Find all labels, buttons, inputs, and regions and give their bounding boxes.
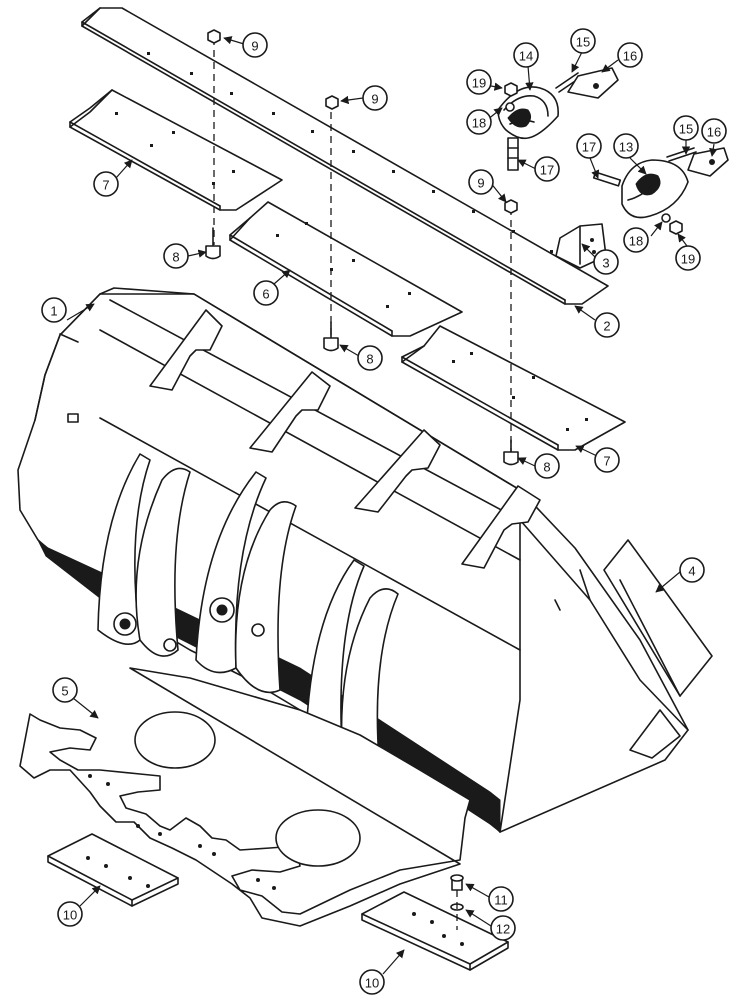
edge-segment-upper-left: [69, 89, 283, 211]
callout-14-number: 14: [519, 49, 533, 64]
wear-strip-right: [361, 891, 509, 971]
edge-segment-lower-right: [401, 325, 626, 451]
callout-12-number: 12: [496, 922, 510, 937]
callout-11-number: 11: [494, 893, 508, 908]
callout-5: 5: [52, 677, 78, 703]
callout-8-left: 8: [163, 243, 189, 269]
callout-16-upper-number: 16: [623, 49, 637, 64]
callout-18-lower: 18: [623, 227, 649, 253]
callout-15-lower-number: 15: [679, 122, 693, 137]
callout-18-upper-number: 18: [472, 116, 486, 131]
callout-16-upper: 16: [617, 42, 643, 68]
callout-19-lower-number: 19: [681, 252, 695, 267]
callout-7-upper: 7: [93, 171, 119, 197]
callout-1: 1: [41, 297, 67, 323]
callout-9-right: 9: [468, 169, 494, 195]
callout-15-upper-number: 15: [576, 35, 590, 50]
callout-17-upper: 17: [534, 156, 560, 182]
cutting-edge-long: [81, 7, 609, 305]
wear-strip-left: [47, 833, 179, 907]
callout-7-lower: 7: [594, 447, 620, 473]
callout-8-right-number: 8: [543, 460, 550, 475]
callout-4: 4: [679, 557, 705, 583]
callout-7-lower-number: 7: [603, 454, 610, 469]
plow-bolt-8b: [323, 321, 339, 352]
callout-13: 13: [613, 133, 639, 159]
callout-7-upper-number: 7: [102, 178, 109, 193]
callout-1-number: 1: [50, 304, 57, 319]
callout-11: 11: [488, 886, 514, 912]
callout-3-number: 3: [602, 256, 609, 271]
callout-9-left: 9: [242, 32, 268, 58]
callout-8-left-number: 8: [172, 250, 179, 265]
callout-9-left-number: 9: [251, 39, 258, 54]
callout-19-upper-number: 19: [472, 76, 486, 91]
callout-10-left-number: 10: [63, 908, 77, 923]
callout-17-lower: 17: [576, 133, 602, 159]
callout-10-right-number: 10: [365, 976, 379, 991]
callout-19-lower: 19: [675, 245, 701, 271]
tooth-adapter-assembly-upper: [497, 67, 619, 171]
callout-13-number: 13: [619, 140, 633, 155]
callout-14: 14: [513, 42, 539, 68]
plow-bolt-8c: [503, 439, 519, 466]
callout-9-right-number: 9: [477, 176, 484, 191]
callout-16-lower-number: 16: [707, 125, 721, 140]
callout-6-number: 6: [262, 287, 269, 302]
callout-9-center: 9: [362, 85, 388, 111]
callout-16-lower: 16: [701, 118, 727, 144]
callout-15-upper: 15: [570, 28, 596, 54]
callout-10-left: 10: [57, 901, 83, 927]
bolt-and-washer: [450, 874, 464, 930]
callout-4-number: 4: [688, 564, 695, 579]
skid-plate: [19, 667, 471, 927]
callout-8-right: 8: [534, 453, 560, 479]
callout-19-upper: 19: [466, 69, 492, 95]
bucket-body: [17, 287, 689, 834]
callout-15-lower: 15: [673, 115, 699, 141]
edge-segment-center: [229, 201, 463, 337]
plow-bolt-8a: [205, 227, 221, 260]
callout-2-number: 2: [603, 319, 610, 334]
callout-8-center: 8: [357, 345, 383, 371]
callout-3: 3: [593, 249, 619, 275]
side-cutter-plate: [603, 539, 713, 759]
callout-17-upper-number: 17: [540, 163, 554, 178]
callout-18-lower-number: 18: [629, 234, 643, 249]
callout-2: 2: [594, 312, 620, 338]
callout-17-lower-number: 17: [582, 140, 596, 155]
callout-18-upper: 18: [466, 109, 492, 135]
callout-6: 6: [253, 280, 279, 306]
callout-9-center-number: 9: [371, 92, 378, 107]
callout-10-right: 10: [359, 969, 385, 995]
callout-12: 12: [490, 915, 516, 941]
callout-5-number: 5: [61, 684, 68, 699]
tooth-adapter-assembly-lower: [592, 147, 729, 235]
callout-8-center-number: 8: [366, 352, 373, 367]
